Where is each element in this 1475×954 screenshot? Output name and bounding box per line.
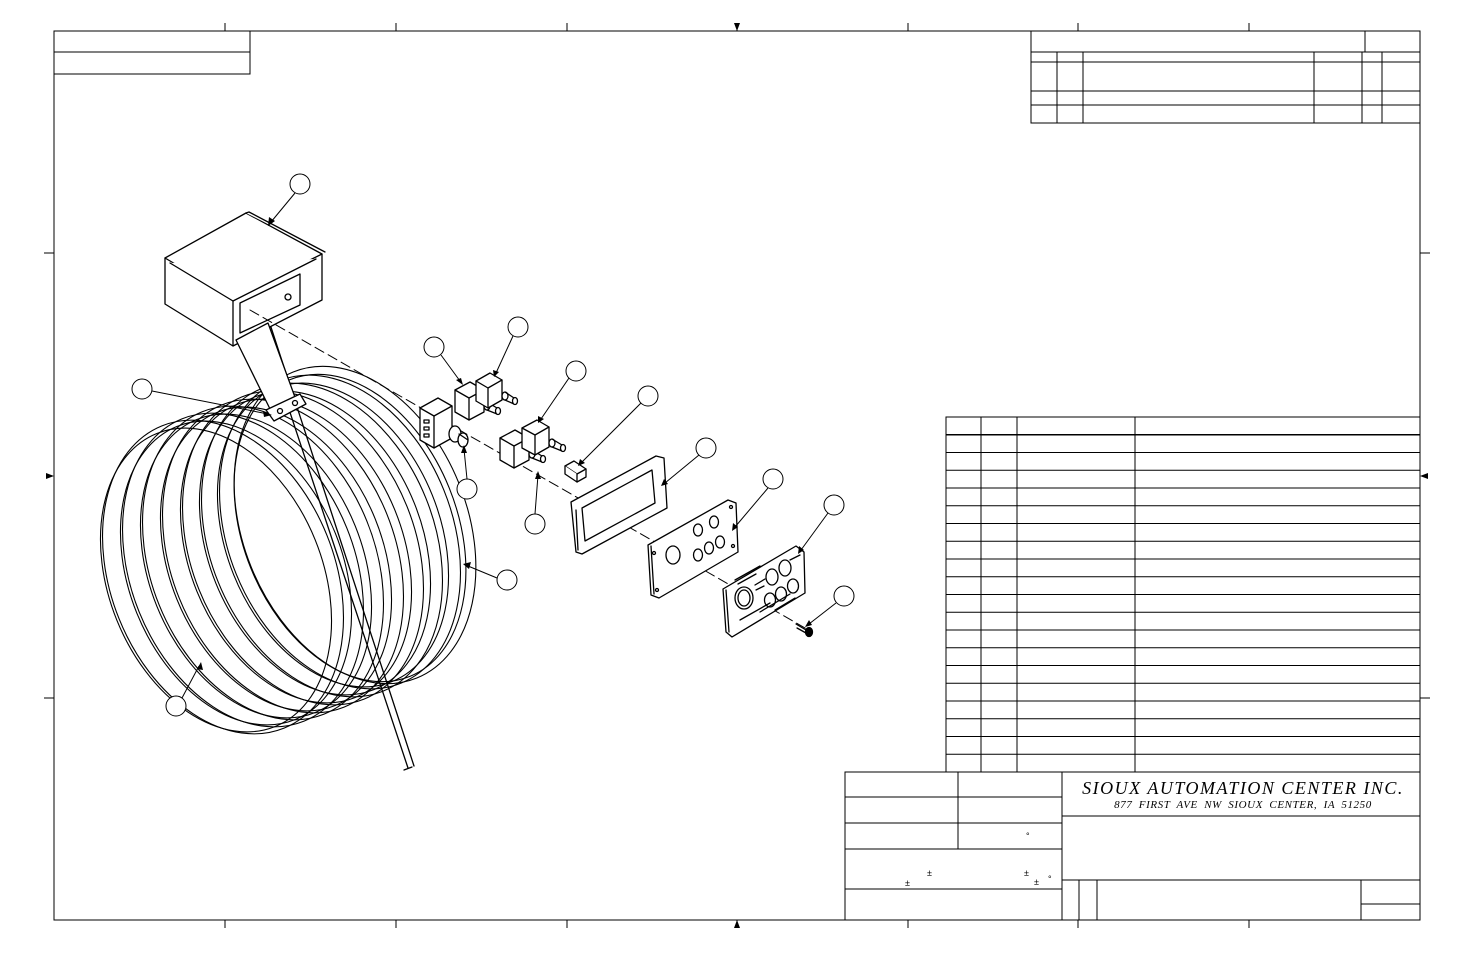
mounting-screw (795, 623, 814, 638)
center-marks (46, 23, 1428, 928)
balloon-coil (165, 695, 187, 717)
balloon-knob (456, 478, 478, 500)
item-balloons (131, 173, 855, 717)
company-name: SIOUX AUTOMATION CENTER INC. (1082, 778, 1404, 798)
tolerance-mark: ± (1024, 868, 1029, 878)
title-block (844, 771, 1421, 921)
balloon-cover-box (289, 173, 311, 195)
panel-gasket (570, 455, 668, 555)
assembly-axis (249, 309, 813, 633)
cable-coil (99, 365, 477, 735)
rotary-switch (419, 397, 469, 449)
balloon-contact-block (524, 513, 546, 535)
angle-degree-mark: ° (1026, 831, 1030, 841)
balloon-screw (833, 585, 855, 607)
leader-arrowheads (197, 217, 812, 670)
pilot-light (564, 460, 587, 483)
balloon-face-plate (762, 468, 784, 490)
company-address: 877 FIRST AVE NW SIOUX CENTER, IA 51250 (1114, 799, 1372, 811)
legend-decal (722, 545, 806, 638)
balloon-rotary-switch (423, 336, 445, 358)
cover-box (164, 211, 326, 347)
balloon-push-button-lower (565, 360, 587, 382)
face-plate (647, 499, 739, 599)
tolerance-mark: ± (1034, 877, 1039, 887)
revision-block (1030, 30, 1421, 124)
bill-of-materials (945, 416, 1421, 773)
balloon-pilot-light (637, 385, 659, 407)
assembly-illustration (99, 211, 814, 771)
tolerance-mark: ± (927, 868, 932, 878)
balloon-bracket (131, 378, 153, 400)
balloon-gasket (695, 437, 717, 459)
push-button-pair-upper (454, 372, 519, 421)
drawing-number-box (53, 30, 251, 75)
balloon-cable (496, 569, 518, 591)
balloon-push-button-upper (507, 316, 529, 338)
angle-degree-mark: ° (1048, 874, 1052, 884)
balloon-decal (823, 494, 845, 516)
tolerance-mark: ± (905, 878, 910, 888)
mounting-bracket (235, 322, 307, 422)
push-button-pair-lower (499, 419, 567, 469)
